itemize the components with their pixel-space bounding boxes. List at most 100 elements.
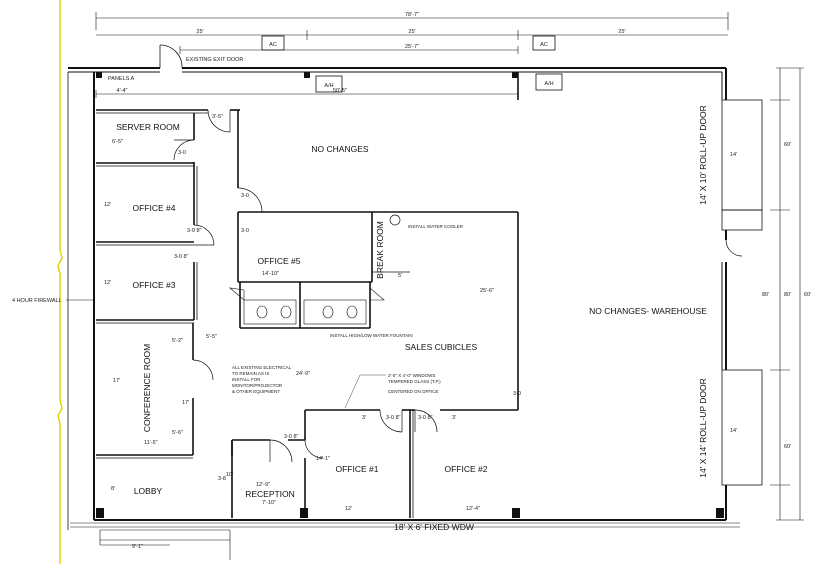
office5-label: OFFICE #5: [258, 256, 301, 266]
water-cooler-label: INSTALL WATER COOLER: [408, 224, 464, 229]
dim-conf-h2: 17': [182, 400, 189, 406]
dim-office3-door: 3-0 8": [174, 254, 189, 260]
office1-label: OFFICE #1: [336, 464, 379, 474]
dim-office4-door: 3-0 8": [187, 228, 202, 234]
dim-door-38: 3-8: [218, 476, 226, 482]
dim-recep-door: 3-0 8": [284, 434, 299, 440]
dim-office1-h: 14'-1": [316, 456, 330, 462]
reception-label: RECEPTION: [245, 489, 295, 499]
door-swings: [173, 109, 743, 463]
break-room-label: BREAK ROOM: [375, 221, 385, 279]
fountain-label: INSTALL HIGH/LOW WATER FOUNTAIN: [330, 333, 413, 338]
warehouse-label: NO CHANGES- WAREHOUSE: [589, 306, 707, 316]
dim-roll1: 14': [730, 152, 737, 158]
server-room-label: SERVER ROOM: [116, 122, 180, 132]
conference-notes: ALL EXISTING ELECTRICAL TO REMAIN AS IS …: [232, 365, 292, 394]
dim-right-seg: 25': [618, 29, 625, 35]
dim-office4-h: 12': [104, 202, 111, 208]
dim-corr-a: 5'-5": [206, 334, 217, 340]
dim-mid-seg: 25': [408, 29, 415, 35]
rollup1-label: 14' X 10' ROLL-UP DOOR: [698, 105, 708, 204]
svg-text:& OTHER EQUIPMENT: & OTHER EQUIPMENT: [232, 389, 280, 394]
rollup-door-2: [721, 369, 763, 486]
restroom-fixtures: [229, 287, 385, 325]
columns: [96, 72, 724, 518]
rollup-door-1: [721, 99, 763, 231]
dim-left-seg: 25': [196, 29, 203, 35]
dim-server-w2: 6'-5": [112, 139, 123, 145]
dim-sales-h: 25'-6": [480, 288, 494, 294]
panels-label: PANELS A: [108, 76, 135, 82]
dim-office5-w: 14'-10": [262, 271, 279, 277]
dim-break-w: 5': [398, 273, 402, 279]
right-dimensions: [770, 67, 804, 521]
lobby-label: LOBBY: [134, 486, 163, 496]
firewall-line: [57, 0, 63, 564]
top-dimensions: [95, 12, 729, 98]
exit-door-label: EXISTING EXIT DOOR: [186, 57, 243, 63]
dim-conf-a: 5'-2": [172, 338, 183, 344]
svg-text:TO REMAIN AS IS: TO REMAIN AS IS: [232, 371, 269, 376]
dim-right-e: 80': [784, 292, 791, 298]
dim-office1-w: 12': [345, 506, 352, 512]
dim-door-30b: 3-0: [241, 193, 249, 199]
dim-door-30a: 3-0: [178, 150, 186, 156]
svg-text:ALL EXISTING ELECTRICAL: ALL EXISTING ELECTRICAL: [232, 365, 292, 370]
no-changes-label: NO CHANGES: [311, 144, 368, 154]
svg-text:A/H: A/H: [544, 81, 553, 87]
dim-recep-b: 7'-10": [262, 500, 276, 506]
dim-off2-door: 3-0 8": [418, 415, 433, 421]
sales-label: SALES CUBICLES: [405, 342, 478, 352]
dim-overall: 78'-7": [405, 12, 419, 18]
svg-text:AC: AC: [540, 42, 548, 48]
entrance: [99, 529, 231, 560]
dim-recep-a: 12'-9": [256, 482, 270, 488]
exit-door: [159, 44, 183, 69]
firewall-label: 4 HOUR FIREWALL: [12, 298, 62, 304]
dim-interior-width: 50'-5": [333, 88, 347, 94]
rollup2-label: 14' X 14' ROLL-UP DOOR: [698, 378, 708, 477]
dim-lobby-small: 10': [226, 472, 233, 478]
glass-notes: 2'-0" X 4'-0" WINDOWS TEMPERED GLASS (T.…: [344, 373, 441, 409]
svg-text:AC: AC: [269, 42, 277, 48]
dim-server-w: 3'-5": [212, 114, 223, 120]
dim-right-d: 60': [804, 292, 811, 298]
exterior-walls: [67, 67, 740, 530]
svg-text:MONITOR/PROJECTOR: MONITOR/PROJECTOR: [232, 383, 283, 388]
dim-roll2: 14': [730, 428, 737, 434]
office2-label: OFFICE #2: [445, 464, 488, 474]
dim-right-b: 80': [762, 292, 769, 298]
office3-label: OFFICE #3: [133, 280, 176, 290]
dim-off1-door: 3-0 8": [386, 415, 401, 421]
ac-unit-1: AC: [261, 35, 285, 51]
ah-unit-2: A/H: [535, 73, 563, 91]
dim-off-a: 3': [362, 415, 366, 421]
dim-off-b: 3': [452, 415, 456, 421]
dim-lobby-b: 9'-1": [132, 544, 143, 550]
dim-right-c: 60': [784, 444, 791, 450]
svg-text:CENTERED ON OFFICE: CENTERED ON OFFICE: [388, 389, 439, 394]
dim-right-a: 60': [784, 142, 791, 148]
dim-inner-width: 25'-7": [405, 44, 419, 50]
svg-text:TEMPERED GLASS (T.P.): TEMPERED GLASS (T.P.): [388, 379, 441, 384]
dim-conf-w: 11'-5": [144, 440, 158, 446]
dim-conf-b: 5'-6": [172, 430, 183, 436]
dim-top-left: 4'-4": [117, 88, 128, 94]
office4-label: OFFICE #4: [133, 203, 176, 213]
interior-walls: [96, 72, 519, 518]
dim-corr-b: 24'-9": [296, 371, 310, 377]
conference-label: CONFERENCE ROOM: [142, 344, 152, 432]
svg-text:INSTALL FOR: INSTALL FOR: [232, 377, 261, 382]
ah-unit-1: A/H: [315, 75, 343, 93]
dim-door-30d: 3-0: [513, 391, 521, 397]
ac-unit-2: AC: [532, 35, 556, 51]
svg-text:2'-0" X 4'-0" WINDOWS: 2'-0" X 4'-0" WINDOWS: [388, 373, 435, 378]
dim-office3-h: 12': [104, 280, 111, 286]
dim-door-30c: 3-0: [241, 228, 249, 234]
dim-lobby-a: 8': [111, 486, 115, 492]
water-cooler-icon: [389, 214, 401, 226]
dim-office2-w: 12'-4": [466, 506, 480, 512]
window-label: 18' X 6' FIXED WDW: [394, 522, 474, 532]
svg-text:A/H: A/H: [324, 83, 333, 89]
